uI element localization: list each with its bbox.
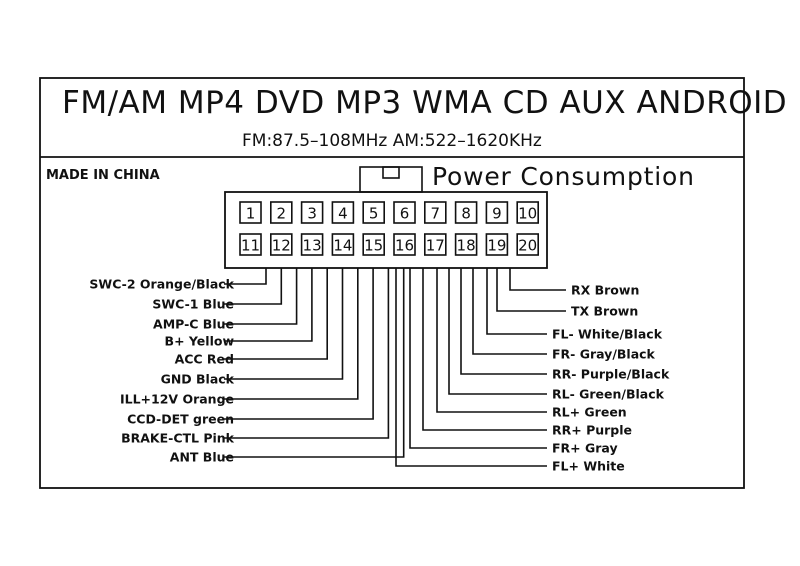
pin-number: 20	[518, 237, 537, 255]
pin-box	[423, 201, 447, 224]
power-consumption-title: Power Consumption	[432, 162, 695, 191]
connector-key-notch	[382, 166, 400, 179]
wire-label: RL+ Green	[552, 405, 627, 420]
wire-label: ANT Blue	[170, 450, 234, 465]
wire-line	[224, 268, 390, 439]
wire-line	[224, 268, 267, 285]
wire-label: AMP-C Blue	[153, 317, 234, 332]
pin-number: 18	[457, 237, 476, 255]
pins-top-row: 1 2 3 4 5 6 7 8 9 10	[239, 201, 540, 224]
pin-number: 8	[461, 205, 471, 223]
wire-label: FR+ Gray	[552, 441, 618, 456]
connector-body	[224, 191, 548, 269]
pin-number: 9	[492, 205, 502, 223]
pin-number: 4	[338, 205, 348, 223]
pin-box	[485, 233, 509, 256]
wire-label: RR- Purple/Black	[552, 367, 670, 382]
wire-line	[395, 268, 547, 467]
wire-label: FR- Gray/Black	[552, 347, 656, 362]
pin-box	[485, 201, 509, 224]
pin-number: 19	[487, 237, 506, 255]
pin-number: 17	[426, 237, 445, 255]
wire-label: RR+ Purple	[552, 423, 632, 438]
pin-number: 12	[272, 237, 291, 255]
pin-box	[239, 201, 262, 224]
wire-label: SWC-1 Blue	[152, 297, 234, 312]
pin-number: 10	[518, 205, 537, 223]
pin-number: 11	[241, 237, 260, 255]
wire-label: SWC-2 Orange/Black	[89, 277, 234, 292]
wire-line	[224, 268, 313, 342]
pin-number: 6	[400, 205, 410, 223]
wire-label: B+ Yellow	[165, 334, 235, 349]
wire-label: ACC Red	[175, 352, 234, 367]
wire-line	[436, 268, 547, 413]
wire-label: TX Brown	[571, 304, 638, 319]
wire-line	[224, 268, 374, 420]
connector-key-tab	[359, 166, 423, 193]
pin-box	[393, 201, 416, 224]
pin-box	[300, 201, 324, 224]
pins-bottom-row: 11 12 13 14 15 16 17 18 19 20	[239, 233, 540, 256]
wire-label: ILL+12V Orange	[120, 392, 234, 407]
wire-label: FL- White/Black	[552, 327, 663, 342]
wire-line	[224, 268, 283, 305]
pin-box	[362, 201, 386, 224]
frequency-range: FM:87.5–108MHz AM:522–1620KHz	[242, 131, 542, 151]
wire-label: BRAKE-CTL Pink	[121, 431, 235, 446]
pin-number: 7	[431, 205, 441, 223]
formats-title: FM/AM MP4 DVD MP3 WMA CD AUX ANDROID	[62, 85, 787, 121]
wire-line	[224, 268, 298, 325]
wire-line	[486, 268, 547, 335]
wire-label: RX Brown	[571, 283, 639, 298]
pin-box	[454, 233, 478, 256]
pin-number: 2	[277, 205, 287, 223]
wire-line	[472, 268, 547, 355]
pin-box	[423, 233, 447, 256]
pin-box	[516, 201, 540, 224]
wire-line	[448, 268, 547, 395]
wire-line	[422, 268, 547, 431]
wire-label: RL- Green/Black	[552, 387, 665, 402]
wire-line	[224, 268, 328, 360]
wire-line	[496, 268, 566, 312]
pin-box	[362, 233, 386, 256]
pin-box	[331, 201, 355, 224]
pin-box	[393, 233, 416, 256]
wire-label: CCD-DET green	[127, 412, 234, 427]
pin-number: 16	[395, 237, 414, 255]
pin-box	[239, 233, 262, 256]
wire-line	[224, 268, 359, 400]
pin-number: 3	[307, 205, 317, 223]
pin-box	[454, 201, 478, 224]
wire-label: GND Black	[161, 372, 235, 387]
pin-number: 5	[369, 205, 379, 223]
wire-line	[224, 268, 405, 458]
pin-number: 14	[333, 237, 352, 255]
pin-box	[269, 233, 293, 256]
pin-number: 1	[246, 205, 256, 223]
made-in-china-label: MADE IN CHINA	[46, 168, 160, 183]
wire-line	[460, 268, 547, 375]
pin-box	[269, 201, 293, 224]
pin-number: 15	[364, 237, 383, 255]
pin-box	[516, 233, 540, 256]
pin-box	[300, 233, 324, 256]
wire-line	[509, 268, 566, 291]
pin-box	[331, 233, 355, 256]
wire-line	[409, 268, 547, 449]
pin-number: 13	[303, 237, 322, 255]
wire-label: FL+ White	[552, 459, 625, 474]
wire-line	[224, 268, 344, 380]
outer-frame	[39, 77, 745, 489]
